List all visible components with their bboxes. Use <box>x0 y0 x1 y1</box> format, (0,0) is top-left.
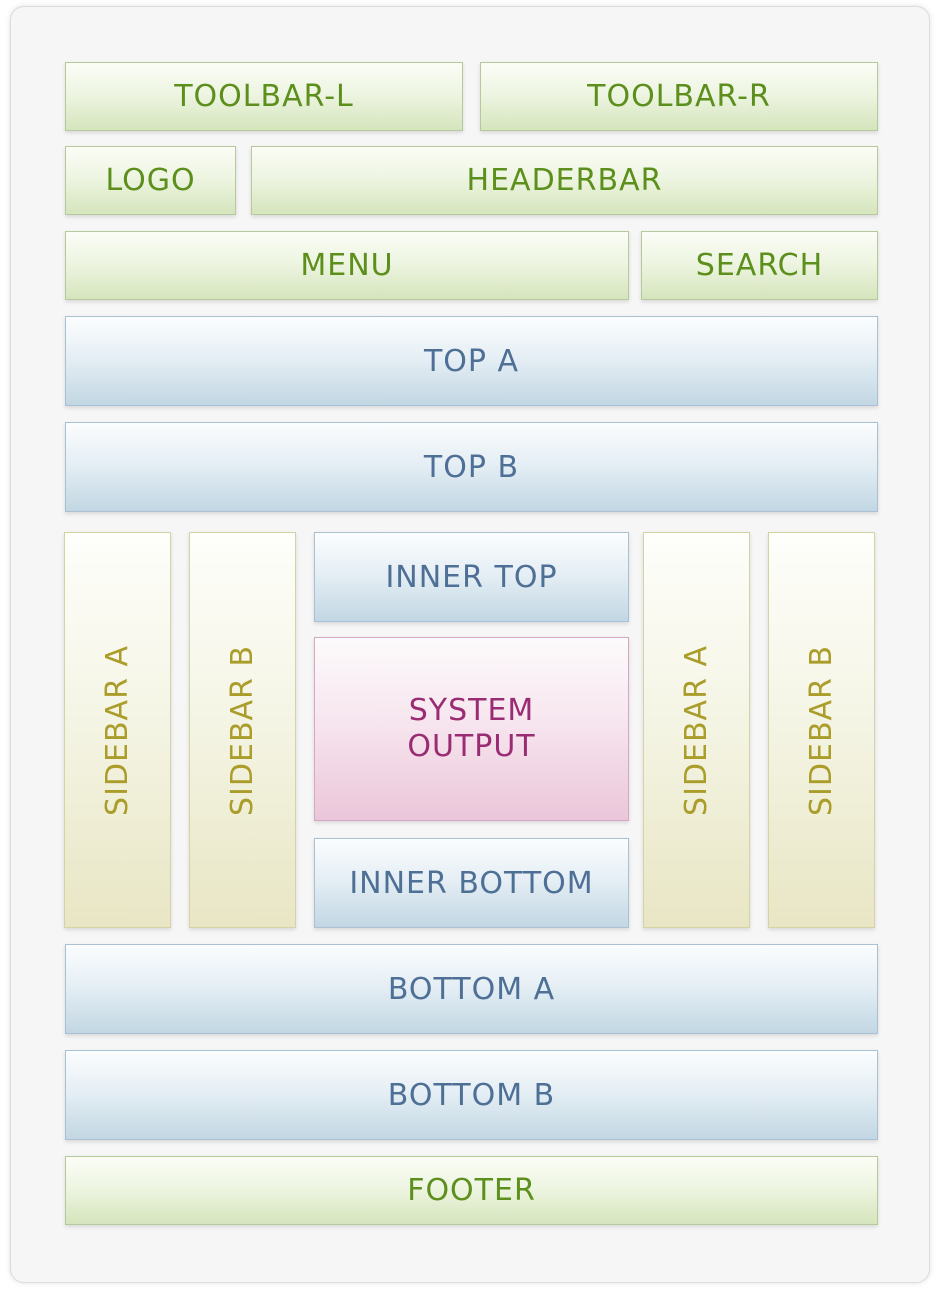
search-block: SEARCH <box>641 231 878 300</box>
bottom-a-label: BOTTOM A <box>387 971 556 1007</box>
sidebar-left-b: SIDEBAR B <box>189 532 296 928</box>
toolbar-left-label: TOOLBAR-L <box>174 79 354 114</box>
footer-block: FOOTER <box>65 1156 878 1225</box>
logo-block: LOGO <box>65 146 236 215</box>
footer-label: FOOTER <box>407 1173 536 1208</box>
sidebar-left-a: SIDEBAR A <box>64 532 171 928</box>
inner-top-label: INNER TOP <box>385 559 558 595</box>
top-b-block: TOP B <box>65 422 878 512</box>
menu-label: MENU <box>300 248 394 283</box>
headerbar-label: HEADERBAR <box>466 163 663 198</box>
search-label: SEARCH <box>695 248 824 283</box>
inner-top-block: INNER TOP <box>314 532 629 622</box>
bottom-a-block: BOTTOM A <box>65 944 878 1034</box>
system-output-line2: OUTPUT <box>407 729 536 764</box>
sidebar-right-b: SIDEBAR B <box>768 532 875 928</box>
headerbar-block: HEADERBAR <box>251 146 878 215</box>
toolbar-left: TOOLBAR-L <box>65 62 463 131</box>
top-a-label: TOP A <box>423 343 520 379</box>
top-a-block: TOP A <box>65 316 878 406</box>
system-output-block: SYSTEM OUTPUT <box>314 637 629 821</box>
inner-bottom-block: INNER BOTTOM <box>314 838 629 928</box>
toolbar-right-label: TOOLBAR-R <box>587 79 771 114</box>
sidebar-right-a: SIDEBAR A <box>643 532 750 928</box>
top-b-label: TOP B <box>423 449 520 485</box>
bottom-b-block: BOTTOM B <box>65 1050 878 1140</box>
system-output-line1: SYSTEM <box>408 693 535 728</box>
logo-label: LOGO <box>105 163 196 198</box>
sidebar-left-a-label: SIDEBAR A <box>100 644 136 816</box>
bottom-b-label: BOTTOM B <box>387 1077 556 1113</box>
toolbar-right: TOOLBAR-R <box>480 62 878 131</box>
sidebar-left-b-label: SIDEBAR B <box>225 644 261 816</box>
menu-block: MENU <box>65 231 629 300</box>
sidebar-right-a-label: SIDEBAR A <box>679 644 715 816</box>
inner-bottom-label: INNER BOTTOM <box>349 865 594 901</box>
sidebar-right-b-label: SIDEBAR B <box>804 644 840 816</box>
